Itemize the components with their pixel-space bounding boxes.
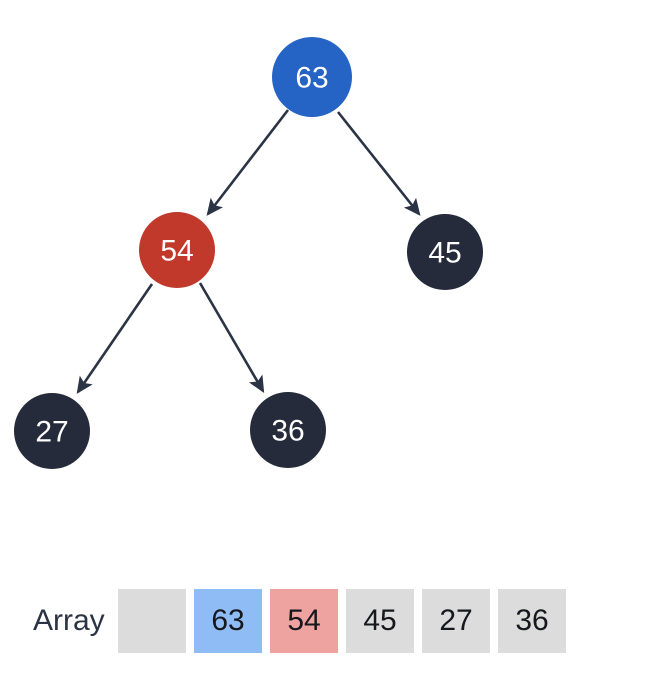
tree-node-27[interactable]: 27: [14, 393, 90, 469]
tree-node-circle-45: [407, 214, 483, 290]
tree-node-value-63: 63: [295, 62, 328, 95]
tree-edge-n0-n2: [336, 111, 421, 216]
tree-edge-n1-n3: [76, 283, 154, 394]
tree-node-value-36: 36: [271, 415, 304, 448]
tree-node-value-54: 54: [160, 235, 193, 268]
tree-node-value-45: 45: [428, 237, 461, 270]
tree-node-36[interactable]: 36: [250, 392, 326, 468]
tree-node-45[interactable]: 45: [407, 214, 483, 290]
tree-node-circle-27: [14, 393, 90, 469]
array-cell-5[interactable]: 36: [498, 589, 566, 653]
tree-node-circle-54: [139, 212, 215, 288]
tree-node-63[interactable]: 63: [272, 37, 352, 117]
array-cell-3[interactable]: 45: [346, 589, 414, 653]
tree-edge-n1-n4: [198, 282, 265, 394]
tree-node-54[interactable]: 54: [139, 212, 215, 288]
array-cell-2[interactable]: 54: [270, 589, 338, 653]
binary-tree-graph: 63 54 45 27 36: [14, 37, 483, 469]
tree-node-circle-63: [272, 37, 352, 117]
array-label: Array: [33, 604, 105, 637]
array-cell-0[interactable]: [118, 589, 186, 653]
tree-edge-n0-n1: [206, 109, 290, 216]
tree-node-circle-36: [250, 392, 326, 468]
tree-node-value-27: 27: [35, 416, 68, 449]
tree-nodes: 63 54 45 27 36: [14, 37, 483, 469]
tree-edges: [76, 109, 421, 394]
array-cell-1[interactable]: 63: [194, 589, 262, 653]
array-cell-4[interactable]: 27: [422, 589, 490, 653]
